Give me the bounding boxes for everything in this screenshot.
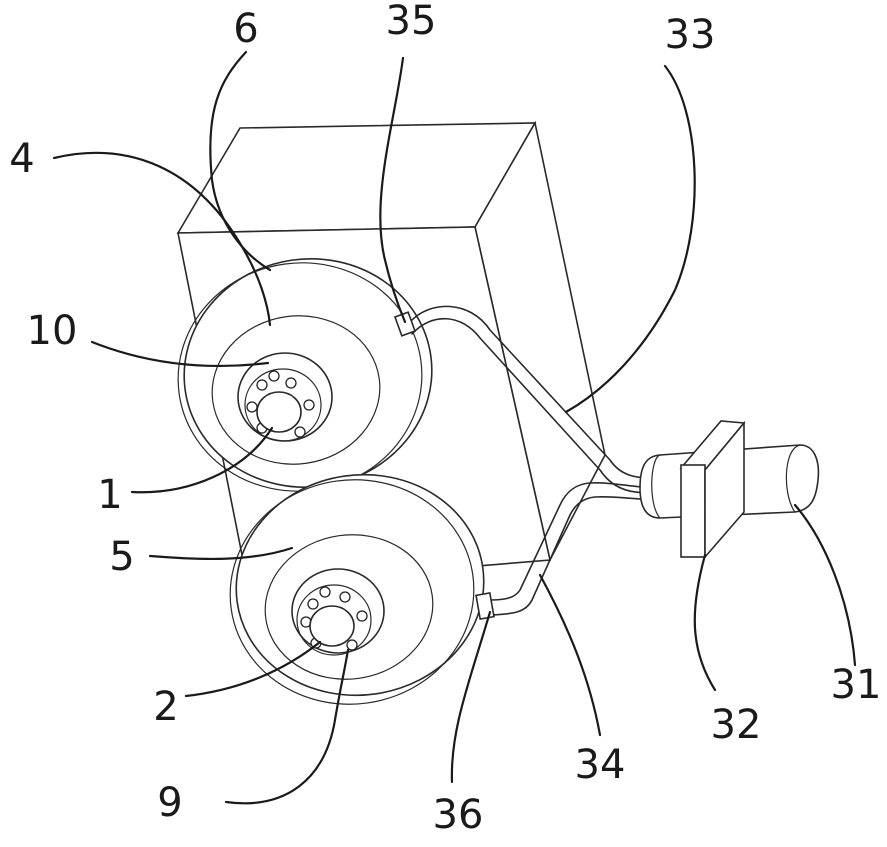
leader-5: [148, 546, 294, 561]
label-34: 34: [575, 742, 626, 788]
leader-lines: [52, 50, 857, 805]
leader-33: [564, 64, 696, 414]
label-4: 4: [9, 136, 34, 182]
label-2: 2: [153, 684, 178, 730]
label-33: 33: [665, 12, 716, 58]
upper-shaft: [256, 391, 302, 433]
label-1: 1: [97, 472, 122, 518]
leader-9: [224, 648, 350, 805]
leader-6: [209, 50, 272, 272]
label-10: 10: [27, 308, 78, 354]
leader-2: [184, 640, 322, 698]
leader-35: [379, 56, 407, 324]
lower-disc-assembly: [229, 473, 485, 705]
label-5: 5: [109, 534, 134, 580]
upper-pipe: [393, 305, 651, 494]
leader-10: [90, 340, 270, 368]
label-9: 9: [157, 780, 182, 826]
leader-31: [793, 503, 857, 667]
lower-shaft: [309, 605, 355, 647]
label-35: 35: [386, 0, 437, 44]
label-32: 32: [711, 702, 762, 748]
label-6: 6: [233, 6, 258, 52]
flange-plate: [680, 464, 706, 558]
leader-36: [450, 610, 492, 784]
leader-1: [130, 426, 274, 494]
leader-32: [693, 553, 717, 692]
cylinder-assembly: [639, 420, 820, 560]
lower-fitting: [475, 592, 495, 620]
upper-disc-assembly: [177, 257, 433, 492]
flange-plate-side: [704, 420, 745, 560]
leader-34: [538, 573, 602, 737]
reference-labels: 6 35 33 4 10 1 5 2 9 36 34 32 31: [9, 0, 881, 838]
label-36: 36: [433, 792, 484, 838]
label-31: 31: [831, 662, 882, 708]
